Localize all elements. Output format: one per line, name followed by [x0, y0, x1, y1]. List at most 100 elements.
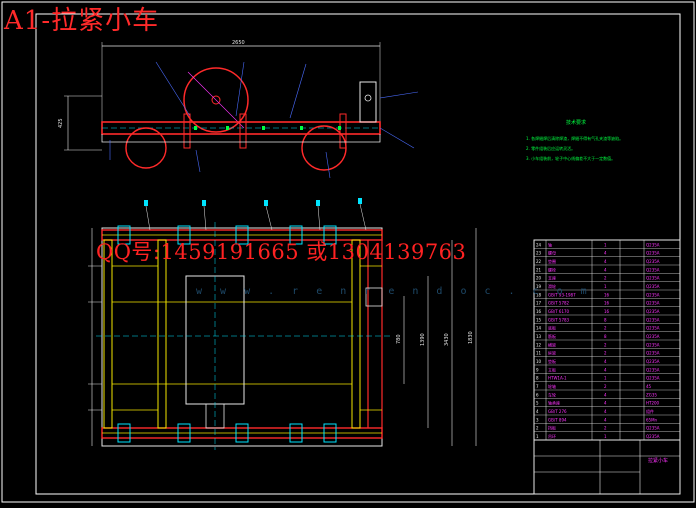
parts-table-cell: 4 — [604, 267, 607, 272]
parts-table-cell: GB/T 6170 — [548, 309, 570, 314]
parts-table-cell: 22 — [536, 259, 542, 264]
parts-table-cell: Q235A — [646, 334, 660, 339]
parts-table-cell: 21 — [536, 267, 542, 272]
dim-plan-length-2: 1390 — [420, 333, 426, 346]
parts-table-cell: Q235A — [646, 309, 660, 314]
parts-table-cell: 45 — [646, 384, 652, 389]
dim-height: 425 — [58, 118, 64, 128]
parts-table-cell: Q235A — [646, 342, 660, 347]
parts-table-cell: Q235A — [646, 259, 660, 264]
parts-table-cell: 挡板 — [548, 425, 556, 431]
parts-table-cell: Q235A — [646, 301, 660, 306]
parts-table-cell: 2 — [604, 351, 607, 356]
parts-table-cell: 8 — [604, 317, 607, 322]
parts-table-cell: 18 — [536, 292, 542, 297]
parts-table-cell: Q235A — [646, 351, 660, 356]
parts-table-cell: 20 — [536, 276, 542, 281]
parts-table-cell: 滑轮 — [548, 283, 556, 289]
sheet-title-overlay: A1-拉紧小车 — [4, 6, 160, 36]
parts-table-cell: 8 — [536, 376, 539, 381]
parts-table-cell: 螺母 — [548, 250, 556, 256]
parts-table-cell: 11 — [536, 351, 542, 356]
dim-plan-length-1: 780 — [396, 334, 402, 344]
title-block-name: 拉紧小车 — [648, 457, 668, 464]
parts-table-cell: 吊环 — [548, 434, 556, 439]
parts-table-cell: 4 — [604, 259, 607, 264]
parts-table-cell: 4 — [604, 392, 607, 397]
parts-table-cell: 2 — [604, 384, 607, 389]
parts-table-cell: ZG35 — [646, 392, 657, 397]
parts-table-cell: 4 — [604, 367, 607, 372]
parts-table-cell: 横梁 — [548, 341, 556, 347]
parts-table-cell: 6 — [536, 392, 539, 397]
parts-table-cell: 16 — [604, 309, 610, 314]
parts-table-cell: GB/T 276 — [548, 409, 567, 414]
parts-table-cell: HT200 — [646, 401, 660, 406]
parts-table-cell: 13 — [536, 334, 542, 339]
parts-table-cell: 支座 — [548, 275, 556, 281]
note-line-2: 2. 零件组装后应运转灵活。 — [526, 145, 575, 151]
parts-table-cell: 4 — [604, 401, 607, 406]
parts-table-cell: 2 — [604, 426, 607, 431]
parts-table-cell: Q235A — [646, 367, 660, 372]
elevation-view: 2650 425 — [58, 40, 419, 179]
plan-view: 780 1390 3430 1830 — [88, 198, 477, 450]
parts-table-cell: GB/T 5782 — [548, 301, 570, 306]
parts-table-cell: Q235A — [646, 317, 660, 322]
parts-table-cell: 轮轴 — [548, 383, 556, 389]
parts-table-cell: 2 — [604, 326, 607, 331]
parts-table-cell: 2 — [604, 342, 607, 347]
parts-table-cell: Q235A — [646, 242, 660, 247]
technical-notes: 技术要求 1. 各焊缝焊后清除焊渣，焊缝不得有气孔夹渣等缺陷。 2. 零件组装后… — [526, 119, 623, 161]
parts-table-cell: 16 — [536, 309, 542, 314]
parts-table-cell: 65Mn — [646, 417, 658, 422]
dim-plan-length-3: 3430 — [444, 333, 450, 346]
parts-table-cell: GB/T 5783 — [548, 317, 570, 322]
parts-table-cell: 5 — [536, 401, 539, 406]
parts-table-cell: 纵梁 — [548, 350, 556, 356]
parts-table-cell: 底板 — [548, 325, 556, 331]
parts-table-cell: 1 — [604, 242, 607, 247]
parts-table-cell: Q235A — [646, 426, 660, 431]
parts-table-cell: 组件 — [646, 408, 654, 414]
parts-table-cell: 7 — [536, 384, 539, 389]
parts-table-cell: Q235A — [646, 267, 660, 272]
parts-table-cell: 17 — [536, 301, 542, 306]
notes-title: 技术要求 — [566, 119, 586, 126]
parts-table-cell: 24 — [536, 242, 542, 247]
parts-table-cell: Q235A — [646, 434, 660, 439]
parts-table-cell: Q235A — [646, 326, 660, 331]
parts-table-cell: 轴承座 — [548, 400, 560, 406]
parts-table-cell: 2 — [604, 276, 607, 281]
parts-table-cell: 1 — [604, 376, 607, 381]
parts-table-cell: 1 — [604, 284, 607, 289]
parts-table-cell: Q235A — [646, 359, 660, 364]
parts-table-cell: 4 — [604, 359, 607, 364]
note-line-3: 3. 小车组装前，轮子中心线偏差不大于一定数值。 — [526, 155, 615, 161]
parts-table-cell: 12 — [536, 342, 542, 347]
note-line-1: 1. 各焊缝焊后清除焊渣，焊缝不得有气孔夹渣等缺陷。 — [526, 135, 623, 141]
parts-table-cell: 车轮 — [548, 391, 556, 397]
parts-table-cell: 4 — [536, 409, 539, 414]
parts-table-cell: 19 — [536, 284, 542, 289]
parts-table-cell: 23 — [536, 251, 542, 256]
parts-table-cell: GB/T 894 — [548, 417, 567, 422]
parts-table-cell: Q235A — [646, 251, 660, 256]
parts-table-cell: 4 — [604, 251, 607, 256]
parts-table-cell: HTW1A-1 — [548, 376, 567, 381]
parts-table-cell: 2 — [536, 426, 539, 431]
parts-table-cell: 筋板 — [548, 333, 556, 339]
dim-plan-height: 1830 — [468, 331, 474, 344]
parts-table-cell: Q235A — [646, 276, 660, 281]
parts-table-cell: 9 — [536, 367, 539, 372]
dim-overall-length: 2650 — [232, 40, 245, 46]
parts-table-cell: GB/T 93-1987 — [548, 292, 576, 297]
parts-table-cell: 螺栓 — [548, 266, 556, 272]
watermark-url: w w w . r e n r e n d o c . c o m — [196, 286, 593, 297]
parts-table-cell: 垫圈 — [548, 258, 556, 264]
parts-table-cell: 轴 — [548, 241, 552, 247]
parts-table-cell: 8 — [604, 334, 607, 339]
